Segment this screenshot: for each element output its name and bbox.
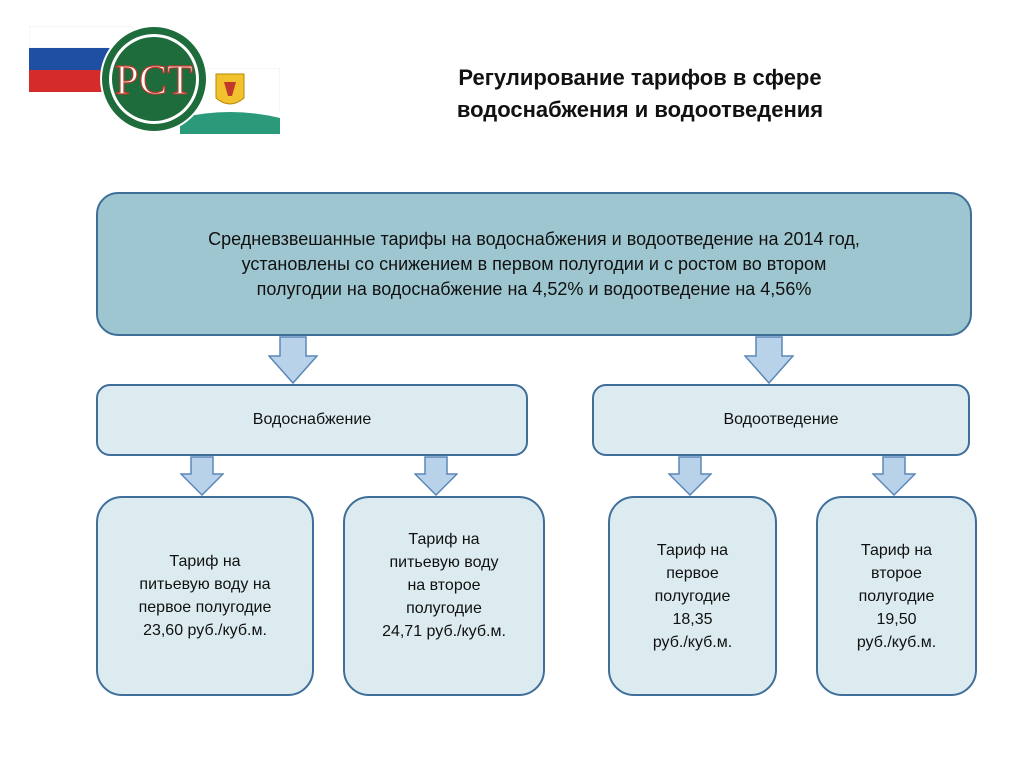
tariff-line: первое [666, 564, 719, 582]
tariff-line: на второе [407, 577, 481, 594]
summary-line: Средневзвешанные тарифы на водоснабжения… [208, 228, 860, 249]
title-line-1: Регулирование тарифов в сфере [458, 65, 822, 90]
tariff-line: Тариф на [656, 541, 729, 559]
category-label: Водоотведение [723, 411, 839, 428]
tariff-box-disposal-first-half: Тариф на первое полугодие 18,35 руб./куб… [608, 496, 777, 696]
category-water-supply: Водоснабжение [96, 384, 528, 456]
summary-line: установлены со снижением в первом полуго… [241, 253, 827, 274]
tariff-line: 19,50 [876, 610, 917, 628]
arrow-down-icon [872, 456, 916, 496]
tariff-line: 18,35 [672, 610, 713, 628]
summary-box: Средневзвешанные тарифы на водоснабжения… [96, 192, 972, 336]
tariff-line: питьевую воду на [139, 576, 271, 593]
tariff-line: первое полугодие [138, 599, 272, 616]
arrow-down-icon [180, 456, 224, 496]
tariff-box-water-second-half: Тариф на питьевую воду на второе полугод… [343, 496, 545, 696]
tariff-box-water-first-half: Тариф на питьевую воду на первое полугод… [96, 496, 314, 696]
tariff-line: руб./куб.м. [856, 633, 937, 651]
arrow-down-icon [268, 336, 318, 384]
page-title: Регулирование тарифов в сфере водоснабже… [360, 62, 920, 126]
tariff-line: Тариф на [408, 531, 480, 548]
tariff-line: Тариф на [860, 541, 933, 559]
tariff-line: 23,60 руб./куб.м. [143, 622, 267, 639]
svg-text:РСТ: РСТ [115, 58, 193, 104]
arrow-down-icon [668, 456, 712, 496]
title-line-2: водоснабжения и водоотведения [456, 97, 824, 122]
tariff-box-disposal-second-half: Тариф на второе полугодие 19,50 руб./куб… [816, 496, 977, 696]
tariff-line: полугодие [858, 587, 935, 605]
tariff-line: Тариф на [169, 553, 241, 570]
arrow-down-icon [744, 336, 794, 384]
arrow-down-icon [414, 456, 458, 496]
tariff-line: руб./куб.м. [652, 633, 733, 651]
tariff-line: второе [871, 564, 922, 582]
category-label: Водоснабжение [252, 411, 372, 428]
tariff-line: полугодие [654, 587, 731, 605]
rst-logo-icon: РСТ [100, 25, 208, 133]
category-water-disposal: Водоотведение [592, 384, 970, 456]
tariff-line: полугодие [406, 600, 482, 617]
tariff-line: питьевую воду [389, 554, 499, 571]
tariff-line: 24,71 руб./куб.м. [382, 623, 506, 640]
summary-line: полугодии на водоснабжение на 4,52% и во… [256, 278, 812, 299]
